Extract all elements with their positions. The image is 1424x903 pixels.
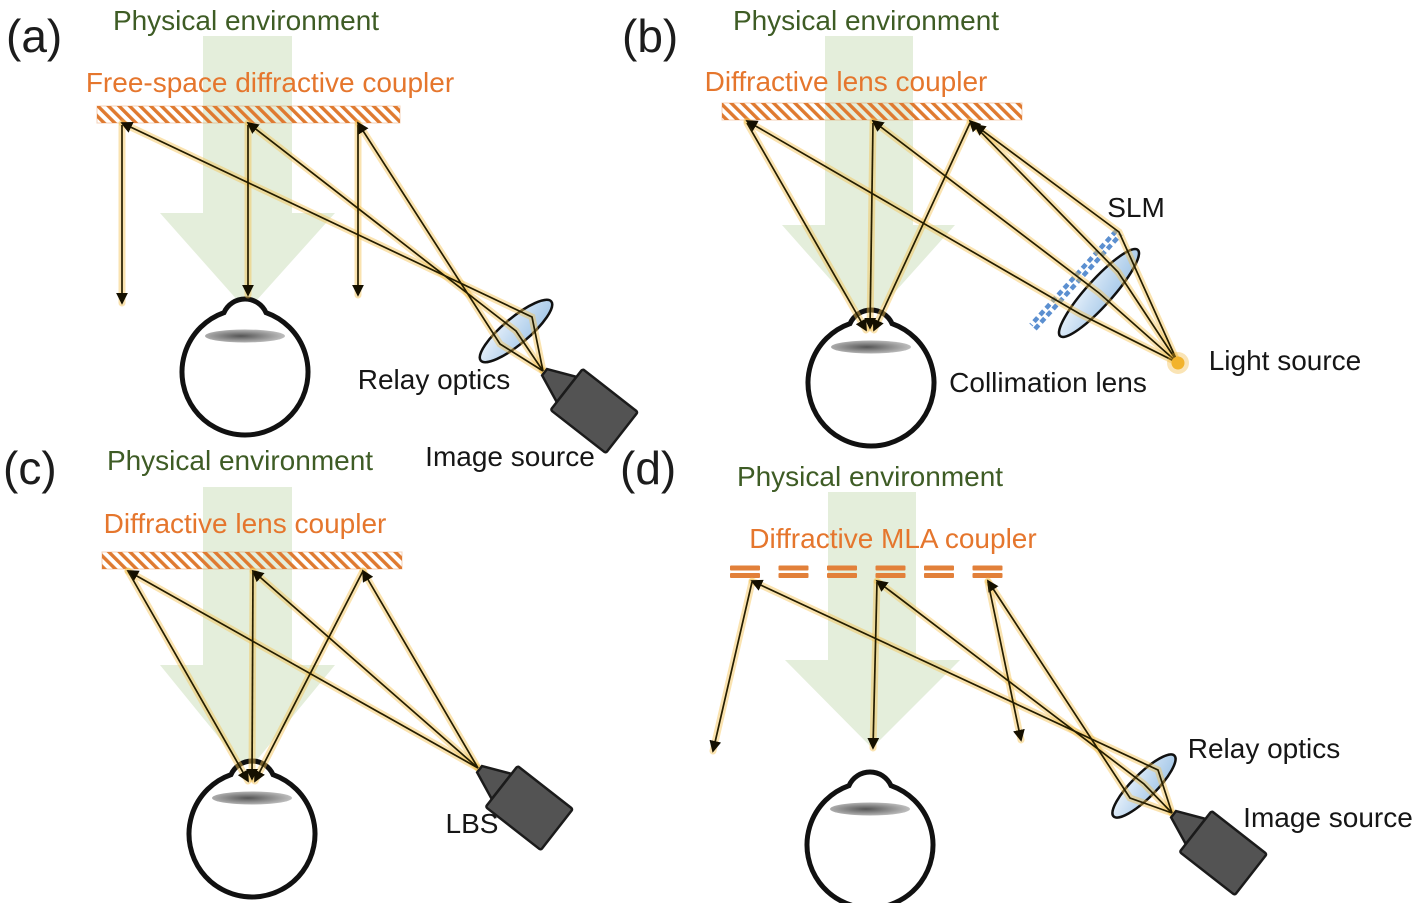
- light-ray: [357, 121, 544, 372]
- eye-diagram: [182, 299, 308, 435]
- panel-tag: (d): [620, 442, 676, 494]
- light-source-dot: [1167, 352, 1189, 374]
- light-ray: [867, 581, 880, 750]
- light-rays: [124, 567, 482, 785]
- coupler-label: Diffractive MLA coupler: [749, 523, 1036, 554]
- light-ray: [709, 581, 753, 753]
- panel-tag: (b): [622, 10, 678, 62]
- light-ray: [973, 123, 1179, 364]
- light-ray: [871, 119, 1179, 364]
- environment-label: Physical environment: [107, 445, 373, 476]
- coupler-label: Diffractive lens coupler: [104, 508, 387, 539]
- lbs-label: LBS: [446, 808, 499, 839]
- image-source-label: Image source: [425, 441, 595, 472]
- environment-label: Physical environment: [737, 461, 1003, 492]
- light-ray: [251, 569, 479, 769]
- coupler-label: Free-space diffractive coupler: [86, 67, 454, 98]
- light-ray: [745, 120, 1179, 364]
- light-ray: [746, 122, 867, 332]
- ambient-light-arrow: [785, 492, 960, 748]
- panel-tag: (c): [3, 442, 57, 494]
- panel-b: (b) Physical environment Diffractive len…: [622, 5, 1361, 446]
- light-rays: [709, 577, 1176, 817]
- coupler-label: Diffractive lens coupler: [705, 66, 988, 97]
- environment-label: Physical environment: [113, 5, 379, 36]
- light-ray: [126, 570, 479, 769]
- diffractive-coupler-bar: [101, 551, 403, 570]
- slm-element: [1029, 228, 1123, 331]
- light-ray: [120, 121, 544, 372]
- light-ray: [362, 569, 479, 769]
- relay-optics-label: Relay optics: [358, 364, 511, 395]
- diffractive-mla-bar: [730, 565, 1003, 578]
- light-ray: [875, 579, 1173, 814]
- light-ray: [864, 122, 877, 330]
- light-rays: [743, 117, 1182, 367]
- eye-diagram: [807, 772, 933, 903]
- relay-optics-label: Relay optics: [1188, 733, 1341, 764]
- light-ray: [987, 579, 1173, 814]
- light-rays: [116, 119, 547, 375]
- environment-label: Physical environment: [733, 5, 999, 36]
- light-ray: [254, 570, 364, 783]
- diffractive-coupler-bar: [721, 102, 1023, 121]
- slm-label: SLM: [1107, 192, 1165, 223]
- light-ray: [127, 570, 249, 783]
- panel-tag: (a): [6, 10, 62, 62]
- image-source-label: Image source: [1243, 802, 1413, 833]
- light-ray: [872, 122, 971, 332]
- light-ray: [987, 581, 1025, 742]
- panel-d: (d) Physical environment Diffractive MLA…: [620, 442, 1413, 903]
- light-source-label: Light source: [1209, 345, 1362, 376]
- collimation-lens-label: Collimation lens: [949, 367, 1147, 398]
- light-ray: [968, 119, 1179, 364]
- panel-a: (a) Physical environment Free-space diff…: [6, 5, 640, 472]
- panel-c: (c) Physical environment Diffractive len…: [3, 442, 575, 897]
- light-ray: [750, 579, 1173, 814]
- light-ray: [246, 570, 258, 781]
- light-ray: [246, 121, 544, 372]
